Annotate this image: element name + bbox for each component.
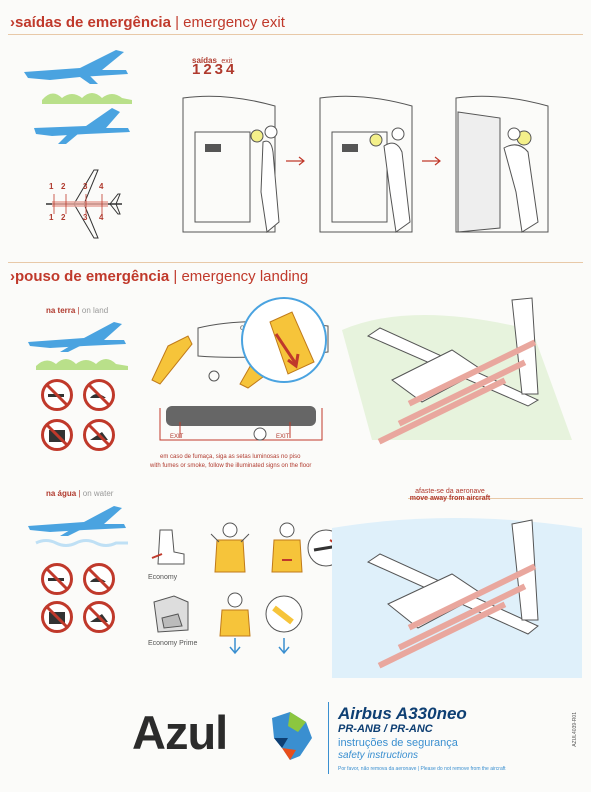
- grass-icon: [36, 359, 128, 370]
- chevron-right-icon: ›: [10, 268, 15, 285]
- title-pt: saídas de emergência: [15, 14, 171, 31]
- title-separator: |: [175, 14, 179, 31]
- economy-prime-seat-vest-location-icon: [153, 595, 189, 633]
- label-en: on land: [81, 306, 109, 315]
- safety-instructions-en: safety instructions: [338, 750, 419, 761]
- label-separator: |: [77, 306, 80, 315]
- no-smoking-icon: [41, 563, 73, 595]
- put-on-vest-step-1-illustration: [210, 522, 250, 573]
- title-separator: |: [173, 268, 178, 285]
- azul-logo: Azul: [132, 706, 228, 759]
- economy-seat-vest-location-icon: [151, 529, 185, 565]
- section-title-emergency-landing: ›pouso de emergência | emergency landing: [10, 268, 308, 285]
- put-on-vest-step-2-illustration: [271, 522, 303, 573]
- exit-sign-left: EXIT: [170, 434, 184, 440]
- exits-label: saídas exit: [192, 50, 232, 68]
- floor-path-note-en: with fumes or smoke, follow the illumina…: [150, 463, 312, 469]
- landing-plane-icon: [34, 108, 130, 144]
- brand-divider: [328, 702, 329, 774]
- move-away-note: afaste-se da aeronave move away from air…: [390, 488, 510, 502]
- exit-number: 4: [99, 213, 104, 222]
- landing-plane-icon: [28, 322, 126, 352]
- on-land-label: na terra | on land: [46, 306, 108, 315]
- on-water-label: na água | on water: [46, 489, 113, 498]
- no-high-heels-icon: [83, 419, 115, 451]
- exit-number: 1: [49, 182, 54, 191]
- exit-number: 2: [61, 182, 66, 191]
- arrow-right-icon: [286, 156, 305, 166]
- label-pt: na água: [46, 489, 77, 498]
- blow-tube-step-illustration: [265, 595, 303, 655]
- exit-number: 3: [83, 213, 88, 222]
- no-luggage-icon: [41, 601, 73, 633]
- evacuation-on-land-illustration: [342, 297, 572, 445]
- exits-label-pt: saídas: [192, 56, 217, 65]
- slide-detail-zoom-illustration: [241, 297, 327, 383]
- landing-on-water-plane-icon: [28, 506, 126, 536]
- no-heels-icon: [83, 563, 115, 595]
- economy-prime-seat-label: Economy Prime: [148, 640, 198, 647]
- no-high-heels-icon: [83, 601, 115, 633]
- floor-path-note-pt: em caso de fumaça, siga as setas luminos…: [160, 454, 301, 460]
- move-away-pt: afaste-se da aeronave: [415, 488, 485, 495]
- divider: [8, 262, 583, 263]
- water-waves-icon: [35, 539, 128, 547]
- label-pt: na terra: [46, 306, 76, 315]
- label-separator: |: [78, 489, 81, 498]
- door-step-3-illustration: [455, 95, 549, 233]
- document-code: AZUL4039-R01: [572, 712, 578, 747]
- door-step-1-illustration: [182, 95, 280, 233]
- divider: [408, 498, 583, 499]
- section-title-emergency-exit: ›saídas de emergência | emergency exit: [10, 14, 285, 31]
- pull-tabs-step-illustration: [219, 592, 251, 655]
- divider: [8, 34, 583, 35]
- door-step-2-illustration: [319, 95, 413, 233]
- exit-sign-right: EXIT: [276, 434, 290, 440]
- safety-instructions-pt: instruções de segurança: [338, 737, 458, 749]
- evacuation-on-water-illustration: [332, 518, 582, 678]
- exit-numbers: 1234: [192, 61, 238, 78]
- aircraft-model: Airbus A330neo: [338, 704, 467, 723]
- brazil-map-logo-icon: [272, 712, 312, 760]
- title-en: emergency exit: [183, 14, 285, 31]
- no-heels-icon: [83, 379, 115, 411]
- exit-number: 1: [49, 213, 54, 222]
- exit-number: 4: [99, 182, 104, 191]
- grass-icon: [42, 93, 132, 104]
- exit-number: 2: [61, 213, 66, 222]
- exits-label-en: exit: [221, 58, 233, 65]
- floor-path-lighting-illustration: [159, 406, 323, 441]
- no-smoking-icon: [41, 379, 73, 411]
- exit-layout-diagram: [46, 169, 122, 239]
- no-luggage-icon: [41, 419, 73, 451]
- do-not-remove-note: Por favor, não remova da aeronave | Plea…: [338, 766, 506, 772]
- aircraft-registration: PR-ANB / PR-ANC: [338, 723, 433, 735]
- chevron-right-icon: ›: [10, 14, 15, 31]
- move-away-en: move away from aircraft: [409, 495, 491, 502]
- arrow-right-icon: [422, 156, 441, 166]
- title-en: emergency landing: [181, 268, 309, 285]
- exit-number: 3: [83, 182, 88, 191]
- economy-seat-label: Economy: [148, 574, 178, 581]
- title-pt: pouso de emergência: [15, 268, 170, 285]
- label-en: on water: [82, 489, 114, 498]
- takeoff-plane-icon: [24, 50, 128, 84]
